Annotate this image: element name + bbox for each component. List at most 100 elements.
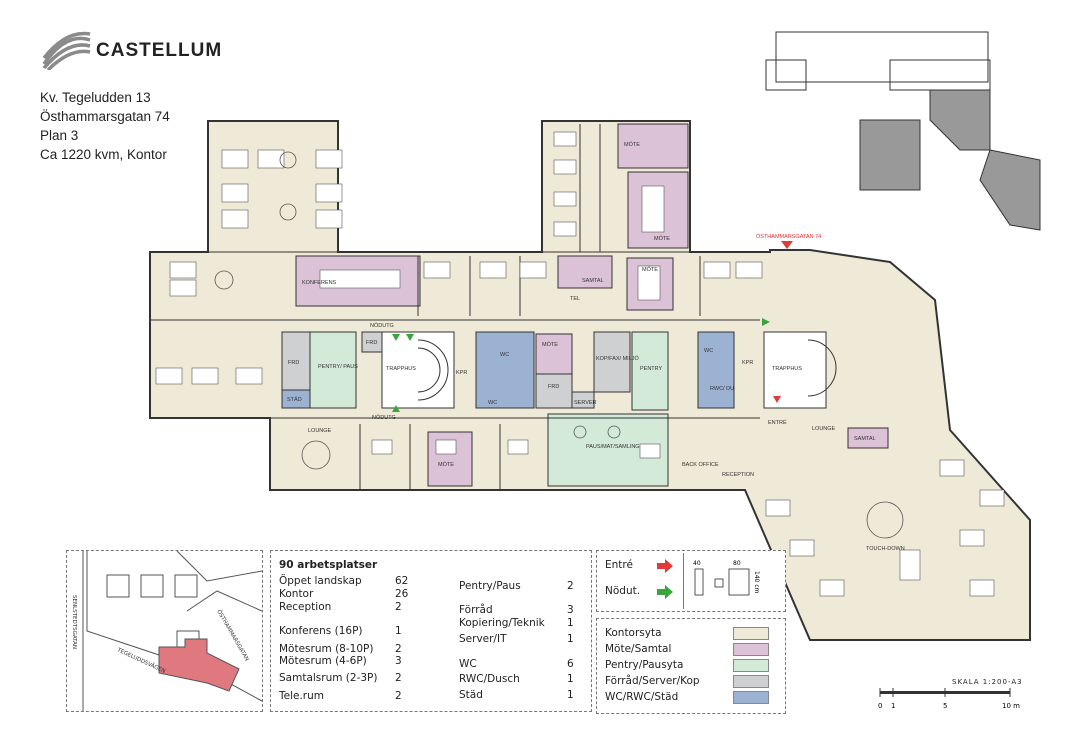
room-label: NÖDUTG <box>372 414 396 421</box>
workplace-value: 26 <box>395 588 409 600</box>
workplace-label: Konferens (16P) <box>279 625 363 637</box>
workplaces-title: 90 arbetsplatser <box>279 559 378 571</box>
room-label: FRD <box>548 384 559 390</box>
room-label: SAMTAL <box>582 278 604 284</box>
room-label: MÖTE <box>642 266 658 273</box>
workplace-value: 3 <box>567 604 574 616</box>
room-label: TEL <box>570 296 580 302</box>
room-label: PAUS/MAT/SAMLING <box>586 444 640 450</box>
workplace-label: RWC/Dusch <box>459 673 520 685</box>
room-label: LOUNGE <box>308 428 332 434</box>
entry-arrow-icon <box>773 396 781 403</box>
room-label: MÖTE <box>654 235 670 242</box>
desk-dimension-diagram: 40 80 140 cm <box>693 560 760 596</box>
room-label: PENTRY <box>640 366 663 372</box>
zone-mote <box>847 427 889 449</box>
workplace-value: 6 <box>567 658 574 670</box>
scale-bar: 0 1 5 10 m <box>878 688 1020 710</box>
legend-swatch <box>733 643 769 656</box>
street-name: SENLSTEDTSGATAN <box>71 595 77 649</box>
exit-arrow-icon <box>392 405 400 412</box>
zone-pentry <box>309 331 357 409</box>
room-label: WC <box>704 348 713 354</box>
legend-label: Pentry/Pausyta <box>605 659 684 671</box>
legend-swatch <box>733 627 769 640</box>
exit-arrow-icon <box>657 585 673 599</box>
zone-forrad <box>571 391 595 409</box>
room-label: RWC/ DU <box>710 386 734 392</box>
zone-forrad <box>535 373 573 409</box>
room-label: TRAPPHUS <box>772 366 802 372</box>
workplace-label: WC <box>459 658 477 670</box>
workplace-value: 62 <box>395 575 409 587</box>
room-label: TRAPPHUS <box>386 366 416 372</box>
room-label: BACK OFFICE <box>682 462 719 468</box>
address-block: Kv. Tegeludden 13 Östhammarsgatan 74 Pla… <box>40 88 170 164</box>
street-label: ÖSTHAMMARSGATAN 74 <box>756 233 821 240</box>
scale-title: SKALA 1:200-A3 <box>952 678 1023 686</box>
scale-tick: 0 <box>878 702 882 710</box>
scale-tick: 10 m <box>1002 702 1020 710</box>
workplace-value: 1 <box>395 625 402 637</box>
legend-label: Kontorsyta <box>605 627 662 639</box>
workplace-value: 2 <box>567 580 574 592</box>
site-map-panel: SENLSTEDTSGATAN ÖSTHAMMARSGATAN TEGELUDD… <box>66 550 263 712</box>
legend-swatch <box>733 659 769 672</box>
site-map: SENLSTEDTSGATAN ÖSTHAMMARSGATAN TEGELUDD… <box>71 550 263 711</box>
workplace-value: 2 <box>395 672 402 684</box>
zone-forrad <box>593 331 631 393</box>
room-label: KOP/FAX/ MILJÖ <box>596 355 640 362</box>
dimension-label: 40 <box>693 560 701 567</box>
area-legend-panel: Kontorsyta Möte/Samtal Pentry/Pausyta Fö… <box>596 618 786 714</box>
room-label: KPR <box>456 370 467 376</box>
room-label: LOUNGE <box>812 426 836 432</box>
site-building <box>158 638 240 692</box>
room-label: WC <box>488 400 497 406</box>
zone-wc <box>697 331 735 409</box>
workplace-label: Förråd <box>459 604 493 616</box>
room-label: FRD <box>366 340 377 346</box>
zone-kontor <box>149 120 1031 641</box>
exit-arrow-icon <box>762 318 770 326</box>
workplace-label: Reception <box>279 601 332 613</box>
workplace-label: Öppet landskap <box>279 575 362 587</box>
room-label: FRD <box>288 360 299 366</box>
street-name: ÖSTHAMMARSGATAN <box>215 609 250 663</box>
exit-arrow-icon <box>392 334 400 341</box>
legend-label: Förråd/Server/Kop <box>605 675 700 687</box>
room-label: SAMTAL <box>854 436 876 442</box>
workplace-label: Samtalsrum (2-3P) <box>279 672 378 684</box>
room-label: MÖTE <box>438 461 454 468</box>
exit-arrow-icon <box>406 334 414 341</box>
room-label: STÄD <box>287 396 302 403</box>
legend-label: WC/RWC/Städ <box>605 691 679 703</box>
workplace-label: Server/IT <box>459 633 507 645</box>
castellum-logo-icon <box>42 31 91 70</box>
workplace-label: Kontor <box>279 588 314 600</box>
room-label: KONFERENS <box>302 280 337 286</box>
workplace-value: 2 <box>395 643 402 655</box>
room-label: MÖTE <box>624 141 640 148</box>
legend-swatch <box>733 675 769 688</box>
workplace-label: Städ <box>459 689 483 701</box>
workplace-value: 1 <box>567 633 574 645</box>
scale-tick: 5 <box>943 702 947 710</box>
room-label: MÖTE <box>542 341 558 348</box>
zone-wc <box>475 331 535 409</box>
workplace-value: 2 <box>395 690 402 702</box>
symbols-panel: Entré Nödut. 40 80 140 cm <box>596 550 786 612</box>
zone-pentry <box>631 331 669 411</box>
dimension-label: 80 <box>733 560 741 567</box>
entry-symbol-label: Entré <box>605 559 633 571</box>
room-label: TOUCH-DOWN <box>866 546 905 552</box>
address-line: Ca 1220 kvm, Kontor <box>40 147 167 162</box>
dimension-label: 140 cm <box>753 571 760 594</box>
brand-name: CASTELLUM <box>96 40 223 61</box>
workplace-value: 1 <box>567 617 574 629</box>
legend-swatch <box>733 691 769 704</box>
workplace-label: Mötesrum (4-6P) <box>279 655 367 667</box>
workplace-label: Tele.rum <box>279 690 325 702</box>
room-label: RECEPTION <box>722 472 754 478</box>
workplace-value: 2 <box>395 601 402 613</box>
